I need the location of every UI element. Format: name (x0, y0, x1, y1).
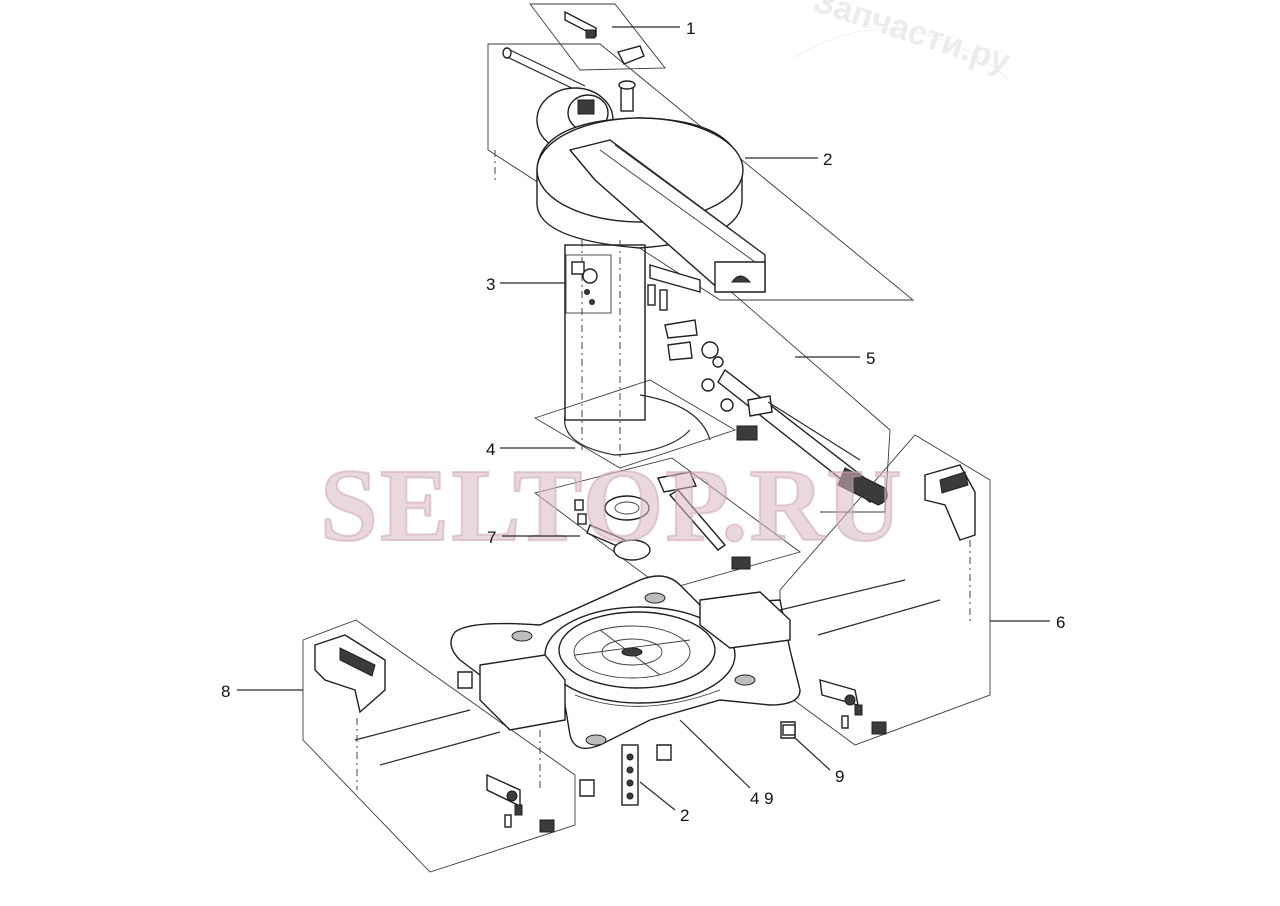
arc-watermark-text: Запчасти.ру (809, 0, 1015, 81)
callout-label-3: 3 (486, 275, 495, 294)
seltop-watermark: SELTOP.RU (320, 448, 904, 563)
callout-label-4: 4 (486, 440, 495, 459)
callout-label-9: 9 (835, 767, 844, 786)
callout-5: 5 (795, 349, 875, 368)
upper-table-assembly (494, 10, 766, 460)
background-arc-watermark: Запчасти.ру (789, 0, 1015, 81)
callout-49: 4 9 (679, 719, 774, 808)
plate-group-7 (574, 471, 751, 570)
callout-9: 9 (794, 737, 844, 786)
base-assembly (354, 575, 941, 806)
callout-label-1: 1 (686, 19, 695, 38)
ring-part (564, 394, 711, 456)
callout-label-49: 4 9 (750, 789, 774, 808)
callout-7: 7 (487, 528, 580, 547)
callout-4: 4 (486, 440, 575, 459)
callout-label-5: 5 (866, 349, 875, 368)
part-3-detail (571, 261, 598, 305)
callout-2-top: 2 (745, 150, 832, 169)
callout-label-6: 6 (1056, 613, 1065, 632)
callout-label-2-bottom: 2 (680, 806, 689, 825)
fence-part-6 (819, 464, 976, 735)
callout-2-bottom: 2 (639, 781, 689, 825)
callout-3: 3 (486, 275, 566, 294)
callout-label-2-top: 2 (823, 150, 832, 169)
callout-label-7: 7 (487, 528, 496, 547)
handle-assembly (647, 264, 888, 506)
callout-1: 1 (612, 19, 695, 38)
callout-8: 8 (221, 682, 303, 701)
fence-part-8 (314, 634, 796, 833)
callout-6: 6 (990, 613, 1065, 632)
callout-label-8: 8 (221, 682, 230, 701)
